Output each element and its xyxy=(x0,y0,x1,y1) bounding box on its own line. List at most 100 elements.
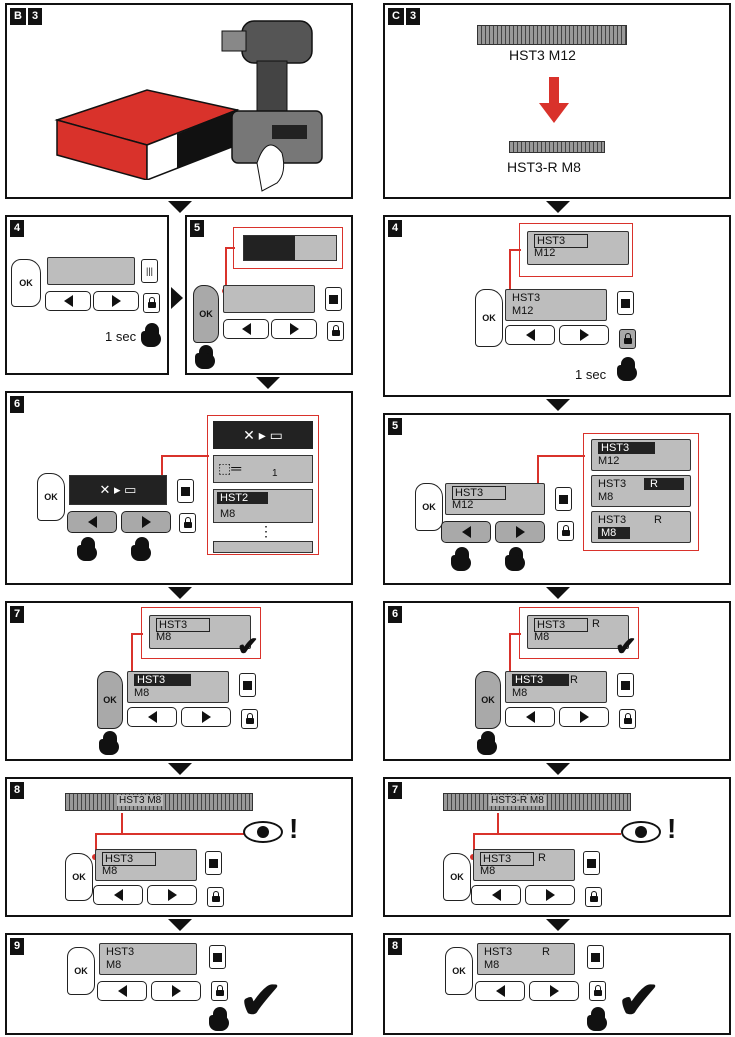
to-label: HST3-R M8 xyxy=(507,159,581,175)
left-arrow-button[interactable] xyxy=(475,981,525,1001)
right-arrow-button[interactable] xyxy=(181,707,231,727)
stop-button[interactable] xyxy=(617,291,634,315)
left-arrow-button[interactable] xyxy=(127,707,177,727)
ok-button[interactable]: OK xyxy=(193,285,219,343)
stop-button[interactable] xyxy=(177,479,194,503)
flow-arrow xyxy=(546,919,570,931)
stop-button[interactable] xyxy=(239,673,256,697)
lock-button[interactable] xyxy=(179,513,196,533)
anchor-rod-small xyxy=(509,141,605,153)
finger-press-icon xyxy=(77,537,97,561)
panel-left-5: 5 OK xyxy=(185,215,353,375)
menu-callout-box xyxy=(583,433,699,551)
flow-arrow xyxy=(168,919,192,931)
left-arrow-button[interactable] xyxy=(45,291,91,311)
lock-button[interactable] xyxy=(207,887,224,907)
flow-arrow xyxy=(168,763,192,775)
option-2: HST3 R M8 xyxy=(591,475,691,507)
lock-button[interactable] xyxy=(619,709,636,729)
left-arrow-button[interactable] xyxy=(93,885,143,905)
lock-button[interactable] xyxy=(619,329,636,349)
panel-right-7: 7 HST3-R M8 ! HST3 R M8 OK xyxy=(383,777,731,917)
from-label: HST3 M12 xyxy=(509,47,576,63)
right-arrow-button[interactable] xyxy=(559,325,609,345)
ok-button[interactable]: OK xyxy=(65,853,93,901)
ok-button[interactable]: OK xyxy=(37,473,65,521)
left-arrow-button[interactable] xyxy=(441,521,491,543)
hold-duration: 1 sec xyxy=(575,367,607,382)
flow-arrow xyxy=(546,399,570,411)
display-screen: HST3 R M8 xyxy=(505,671,607,703)
menu-button[interactable]: ||| xyxy=(141,259,158,283)
panel-right-5: 5 HST3 M12 HST3 R M8 HST3 R M8 HST3 M12 … xyxy=(383,413,731,585)
ok-button[interactable]: OK xyxy=(443,853,471,901)
right-arrow-button[interactable] xyxy=(121,511,171,533)
panel-right-6: 6 HST3 R M8 ✔ HST3 R M8 OK xyxy=(383,601,731,761)
option-3: HST3 R M8 xyxy=(591,511,691,543)
eye-icon xyxy=(243,821,283,843)
flow-arrow xyxy=(546,587,570,599)
panel-left-4: 4 OK ||| 1 sec xyxy=(5,215,169,375)
lock-button[interactable] xyxy=(557,521,574,541)
right-arrow-button[interactable] xyxy=(529,981,579,1001)
right-arrow-button[interactable] xyxy=(559,707,609,727)
ok-button[interactable]: OK xyxy=(475,289,503,347)
flow-arrow xyxy=(546,201,570,213)
left-arrow-button[interactable] xyxy=(505,707,555,727)
finger-press-icon xyxy=(99,731,119,755)
ok-button[interactable]: OK xyxy=(11,259,41,307)
menu-callout-box xyxy=(207,415,319,555)
lock-button[interactable] xyxy=(327,321,344,341)
anchor-rod-large xyxy=(477,25,627,45)
stop-button[interactable] xyxy=(587,945,604,969)
left-arrow-button[interactable] xyxy=(67,511,117,533)
stop-button[interactable] xyxy=(325,287,342,311)
red-arrow-icon xyxy=(539,77,569,123)
stop-button[interactable] xyxy=(583,851,600,875)
right-arrow-button[interactable] xyxy=(147,885,197,905)
display-screen: HST3 M12 xyxy=(505,289,607,321)
check-icon: ✔ xyxy=(617,972,661,1030)
check-icon: ✔ xyxy=(615,631,637,661)
display-screen: HST3 M8 xyxy=(127,671,229,703)
left-arrow-button[interactable] xyxy=(505,325,555,345)
ok-button[interactable]: OK xyxy=(67,947,95,995)
right-arrow-button[interactable] xyxy=(525,885,575,905)
lock-button[interactable] xyxy=(211,981,228,1001)
lock-button[interactable] xyxy=(589,981,606,1001)
warning-icon: ! xyxy=(667,813,677,844)
stop-button[interactable] xyxy=(209,945,226,969)
eye-icon xyxy=(621,821,661,843)
stop-button[interactable] xyxy=(205,851,222,875)
right-arrow-button[interactable] xyxy=(271,319,317,339)
lock-button[interactable] xyxy=(143,293,160,313)
finger-press-icon xyxy=(451,547,471,571)
rod-marking: HST3-R M8 xyxy=(489,795,546,806)
right-arrow-button[interactable] xyxy=(495,521,545,543)
bolt-icon: ⬚═ xyxy=(218,460,242,476)
selected-screen: HST3 M8 xyxy=(149,615,251,649)
stop-button[interactable] xyxy=(555,487,572,511)
flow-arrow xyxy=(168,201,192,213)
ok-button[interactable]: OK xyxy=(475,671,501,729)
display-screen: HST3 R M8 xyxy=(473,849,575,881)
ok-button[interactable]: OK xyxy=(415,483,443,531)
left-arrow-button[interactable] xyxy=(97,981,147,1001)
selected-screen: HST3 R M8 xyxy=(527,615,629,649)
right-arrow-button[interactable] xyxy=(93,291,139,311)
flow-arrow xyxy=(171,287,183,309)
left-arrow-button[interactable] xyxy=(223,319,269,339)
lock-button[interactable] xyxy=(585,887,602,907)
display-screen: HST3 R M8 xyxy=(477,943,575,975)
option-1: HST3 M12 xyxy=(591,439,691,471)
right-arrow-button[interactable] xyxy=(151,981,201,1001)
left-arrow-button[interactable] xyxy=(471,885,521,905)
ok-button[interactable]: OK xyxy=(445,947,473,995)
stop-button[interactable] xyxy=(617,673,634,697)
warning-icon: ! xyxy=(289,813,299,844)
ok-button[interactable]: OK xyxy=(97,671,123,729)
lock-button[interactable] xyxy=(241,709,258,729)
